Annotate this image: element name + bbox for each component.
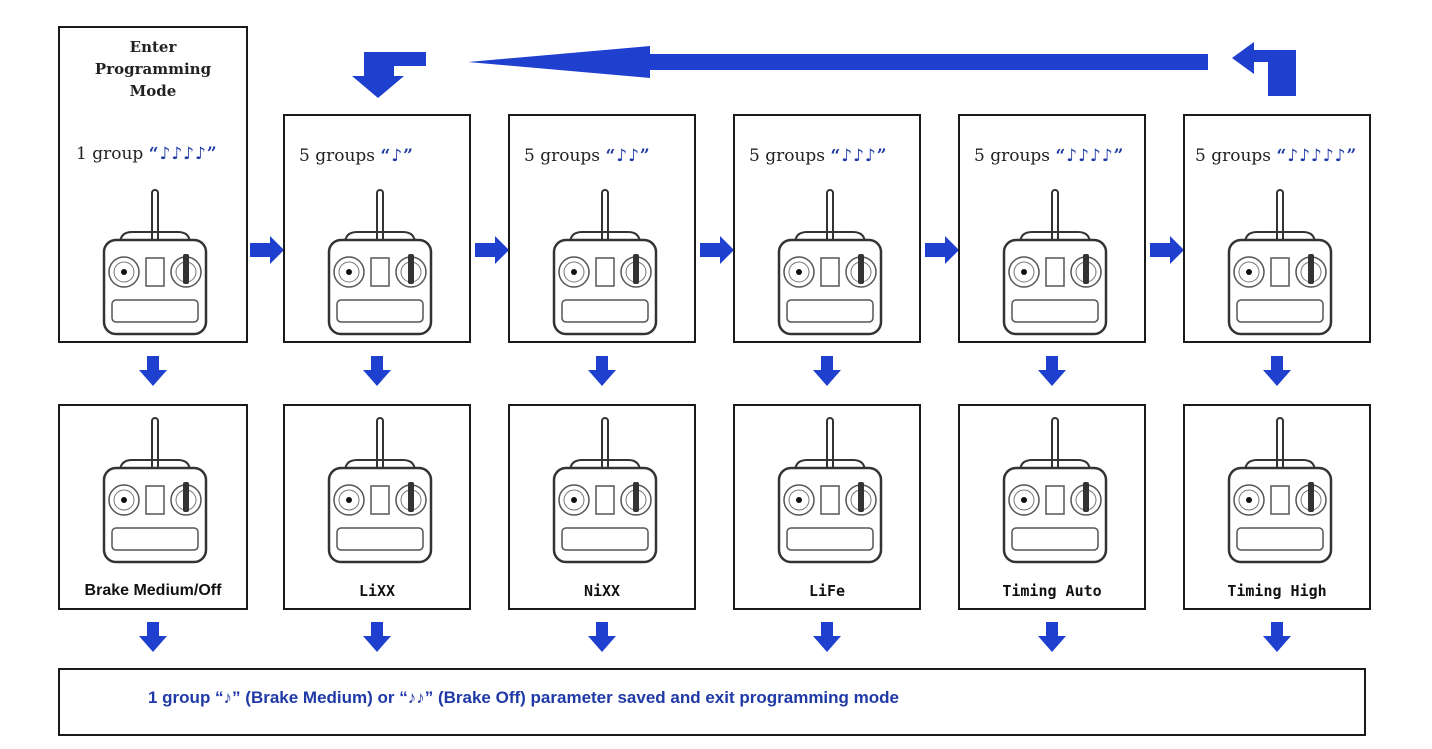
result-label: LiXX xyxy=(358,582,396,600)
result-box-3: LiFe xyxy=(733,404,921,610)
enter-group-label: 1 group “♪♪♪♪” xyxy=(76,144,218,164)
right-arrow-3 xyxy=(700,236,734,264)
group-box-5: 5 groups “♪♪♪♪♪” xyxy=(1183,114,1371,343)
group-label: 5 groups “♪” xyxy=(299,146,414,166)
remote-control-icon xyxy=(777,188,883,342)
down-arrow-top-6 xyxy=(1263,356,1291,386)
group-count: 5 groups xyxy=(1195,146,1272,166)
remote-control-icon xyxy=(777,416,883,570)
group-box-1: 5 groups “♪” xyxy=(283,114,471,343)
enter-title-line-1: Enter xyxy=(129,38,177,56)
remote-control-icon xyxy=(552,416,658,570)
beep-notes: “♪♪♪♪” xyxy=(1055,146,1125,166)
beep-notes: “♪♪” xyxy=(605,146,651,166)
remote-control-icon xyxy=(552,188,658,342)
exit-message-text: 1 group “♪” (Brake Medium) or “♪♪” (Brak… xyxy=(148,688,899,707)
right-arrow-1 xyxy=(250,236,284,264)
enter-group-count: 1 group xyxy=(76,144,144,164)
result-box-1: LiXX xyxy=(283,404,471,610)
remote-control-icon xyxy=(102,188,208,342)
right-arrow-2 xyxy=(475,236,509,264)
down-arrow-top-4 xyxy=(813,356,841,386)
result-label: Timing Auto xyxy=(1002,582,1102,600)
group-label: 5 groups “♪♪♪” xyxy=(749,146,888,166)
beep-notes: “♪♪♪♪♪” xyxy=(1276,146,1358,166)
return-arrow-hook-left xyxy=(352,52,426,98)
down-arrow-bottom-5 xyxy=(1038,622,1066,652)
group-box-4: 5 groups “♪♪♪♪” xyxy=(958,114,1146,343)
return-arrow-hook-right xyxy=(1232,42,1296,96)
down-arrow-bottom-3 xyxy=(588,622,616,652)
group-box-2: 5 groups “♪♪” xyxy=(508,114,696,343)
group-count: 5 groups xyxy=(524,146,601,166)
remote-control-icon xyxy=(327,416,433,570)
down-arrow-bottom-6 xyxy=(1263,622,1291,652)
result-box-4: Timing Auto xyxy=(958,404,1146,610)
enter-title-line-3: Mode xyxy=(129,82,177,100)
return-arrow-shaft xyxy=(468,46,1208,78)
right-arrow-4 xyxy=(925,236,959,264)
down-arrow-top-3 xyxy=(588,356,616,386)
beep-notes: “♪” xyxy=(380,146,414,166)
result-box-5: Timing High xyxy=(1183,404,1371,610)
down-arrow-bottom-1 xyxy=(139,622,167,652)
enter-beep-notes: “♪♪♪♪” xyxy=(148,144,218,164)
group-count: 5 groups xyxy=(299,146,376,166)
exit-message-box: 1 group “♪” (Brake Medium) or “♪♪” (Brak… xyxy=(58,668,1366,736)
remote-control-icon xyxy=(327,188,433,342)
enter-programming-title: Enter Programming Mode xyxy=(60,36,246,102)
remote-control-icon xyxy=(1002,188,1108,342)
group-box-3: 5 groups “♪♪♪” xyxy=(733,114,921,343)
result-label-brake: Brake Medium/Off xyxy=(84,582,222,599)
group-count: 5 groups xyxy=(749,146,826,166)
group-label: 5 groups “♪♪” xyxy=(524,146,651,166)
result-label: LiFe xyxy=(808,582,846,600)
down-arrow-top-1 xyxy=(139,356,167,386)
result-label: Timing High xyxy=(1227,582,1327,600)
beep-notes: “♪♪♪” xyxy=(830,146,888,166)
group-label: 5 groups “♪♪♪♪♪” xyxy=(1195,146,1357,166)
enter-title-line-2: Programming xyxy=(94,60,212,78)
enter-programming-box: Enter Programming Mode 1 group “♪♪♪♪” xyxy=(58,26,248,343)
down-arrow-bottom-4 xyxy=(813,622,841,652)
remote-control-icon xyxy=(1002,416,1108,570)
down-arrow-bottom-2 xyxy=(363,622,391,652)
right-arrow-5 xyxy=(1150,236,1184,264)
result-box-brake: Brake Medium/Off xyxy=(58,404,248,610)
remote-control-icon xyxy=(1227,416,1333,570)
group-label: 5 groups “♪♪♪♪” xyxy=(974,146,1124,166)
group-count: 5 groups xyxy=(974,146,1051,166)
down-arrow-top-2 xyxy=(363,356,391,386)
remote-control-icon xyxy=(102,416,208,570)
result-label: NiXX xyxy=(583,582,621,600)
result-box-2: NiXX xyxy=(508,404,696,610)
down-arrow-top-5 xyxy=(1038,356,1066,386)
remote-control-icon xyxy=(1227,188,1333,342)
